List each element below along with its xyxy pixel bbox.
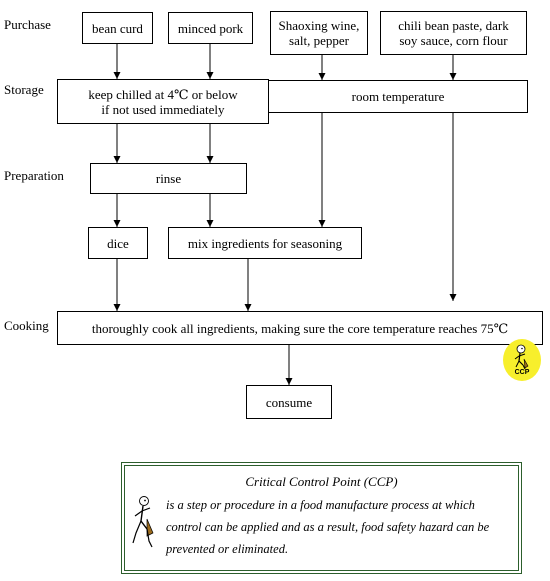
box-room-temperature-text: room temperature: [351, 89, 445, 104]
box-thoroughly-cook-text: thoroughly cook all ingredients, making …: [91, 320, 509, 336]
box-minced-pork-text: minced pork: [177, 20, 244, 36]
box-rinse-text: rinse: [155, 171, 182, 186]
ccp-legend-inner-border: [124, 465, 519, 571]
box-shaoxing-line2: salt, pepper: [289, 33, 349, 48]
box-chili-bean-paste: chili bean paste, dark soy sauce, corn f…: [380, 11, 527, 55]
stage-label-cooking: Cooking: [4, 318, 49, 333]
box-room-temperature: room temperature: [268, 80, 528, 113]
stage-label-preparation: Preparation: [4, 168, 64, 183]
ccp-mascot-legend-icon: [132, 496, 154, 548]
stage-label-purchase: Purchase: [4, 17, 51, 32]
ccp-badge-label: CCP: [514, 369, 530, 376]
box-bean-curd-text: bean curd: [92, 20, 143, 36]
box-thoroughly-cook: thoroughly cook all ingredients, making …: [57, 311, 543, 345]
ccp-legend: Critical Control Point (CCP) is a step o…: [121, 462, 522, 574]
box-keep-chilled: keep chilled at 4℃ or below if not used …: [57, 79, 269, 124]
stage-label-storage: Storage: [4, 82, 44, 97]
ccp-mascot-icon: [514, 344, 529, 370]
box-rinse: rinse: [90, 163, 247, 194]
box-consume: consume: [246, 385, 332, 419]
box-mix-seasoning-text: mix ingredients for seasoning: [187, 235, 343, 251]
box-shaoxing-line1: Shaoxing wine,: [278, 18, 360, 33]
box-consume-text: consume: [265, 394, 313, 410]
box-bean-curd: bean curd: [82, 12, 153, 44]
box-chilled-line1: keep chilled at 4℃ or below: [88, 86, 238, 102]
ccp-badge: CCP: [503, 339, 541, 381]
box-dice-text: dice: [107, 235, 129, 251]
box-chili-line2: soy sauce, corn flour: [399, 33, 508, 48]
box-chili-line1: chili bean paste, dark: [398, 18, 509, 33]
box-chilled-line2: if not used immediately: [101, 101, 225, 117]
ccp-legend-title: Critical Control Point (CCP): [245, 474, 398, 489]
box-minced-pork: minced pork: [168, 12, 253, 44]
box-dice: dice: [88, 227, 148, 259]
box-shaoxing-wine: Shaoxing wine, salt, pepper: [270, 11, 368, 55]
ccp-legend-definition: is a step or procedure in a food manufac…: [166, 498, 490, 556]
box-mix-seasoning: mix ingredients for seasoning: [168, 227, 362, 259]
